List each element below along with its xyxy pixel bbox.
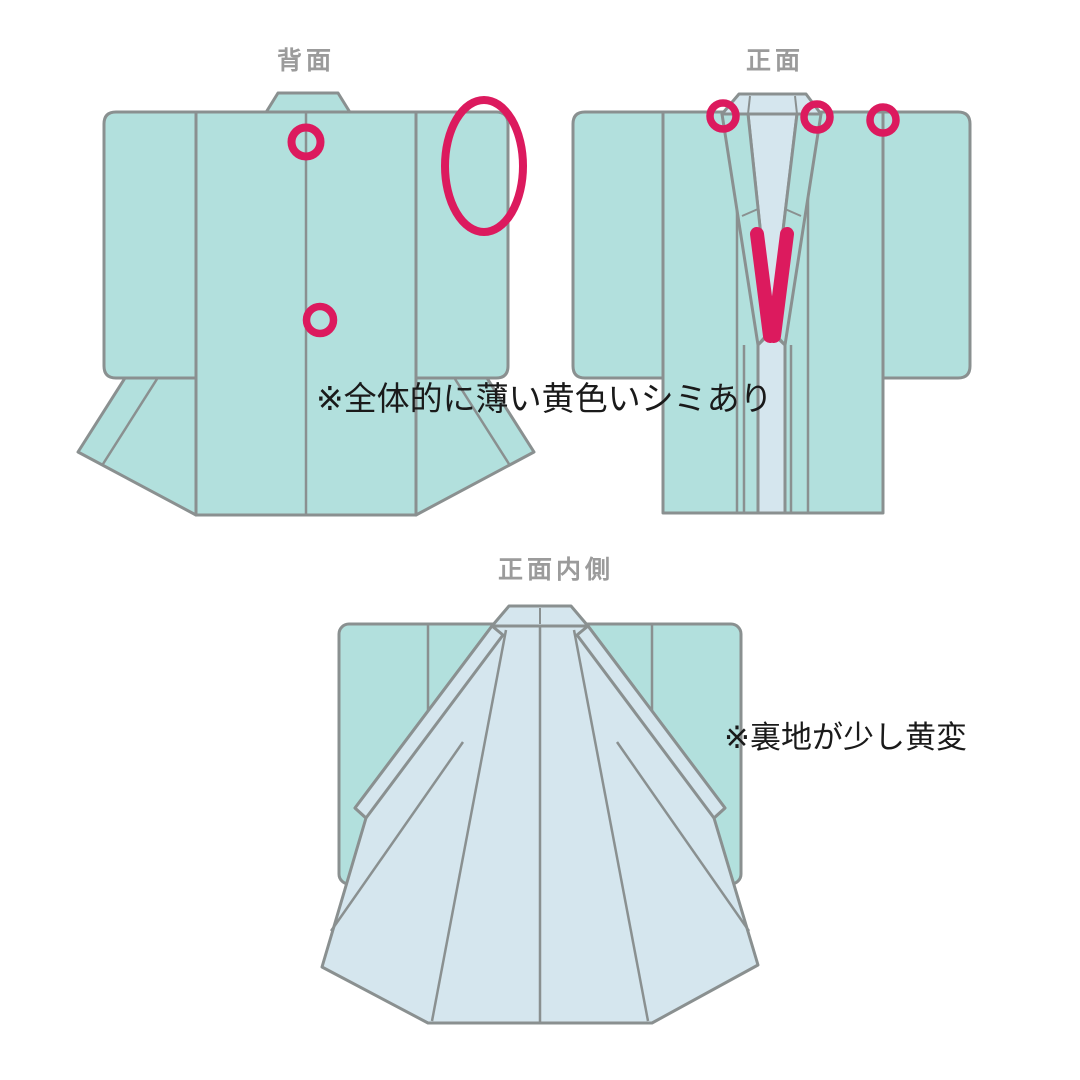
front-collar-left-fold-mark (741, 208, 759, 217)
inside-right-okumi-seam (615, 741, 751, 932)
front-opening-strip (756, 330, 787, 515)
front-view-label: 正面 (746, 46, 804, 75)
front-view: 正面 (571, 46, 972, 515)
front-left-sleeve (571, 110, 665, 380)
back-view-label: 背面 (277, 46, 335, 75)
back-left-gore-seam (101, 378, 159, 465)
back-right-gore-seam (453, 378, 511, 465)
front-collar-right-fold-mark (784, 208, 802, 217)
inside-left-okumi-seam (329, 741, 465, 932)
inside-left-panel-seam (430, 629, 508, 1022)
inside-right-panel-seam (572, 629, 650, 1022)
stain-circle-icon (866, 103, 900, 137)
inside-right-collar-band (575, 624, 727, 820)
front-collar-left-notch (747, 95, 751, 115)
stain-circle-icon (302, 302, 338, 338)
annotation-overall-stain: ※全体的に薄い黄色いシミあり (316, 379, 773, 418)
back-left-skirt-gore (76, 376, 198, 517)
stain-oval-icon (441, 96, 527, 236)
back-right-sleeve (414, 110, 510, 380)
back-left-sleeve (102, 110, 198, 380)
stain-line-icon (767, 227, 794, 343)
front-inside-view-label: 正面内側 (498, 555, 614, 584)
stain-line-icon (750, 227, 777, 343)
front-collar-right-notch (794, 95, 798, 115)
stain-circle-icon (800, 100, 834, 134)
inside-left-collar-band (353, 624, 505, 820)
stain-circle-icon (706, 99, 740, 133)
front-right-sleeve (881, 110, 972, 380)
stain-circle-icon (287, 123, 325, 161)
front-inside-view: 正面内側 (320, 555, 760, 1025)
annotation-lining-yellowing: ※裏地が少し黄変 (724, 720, 967, 756)
back-view: 背面 (76, 46, 536, 517)
